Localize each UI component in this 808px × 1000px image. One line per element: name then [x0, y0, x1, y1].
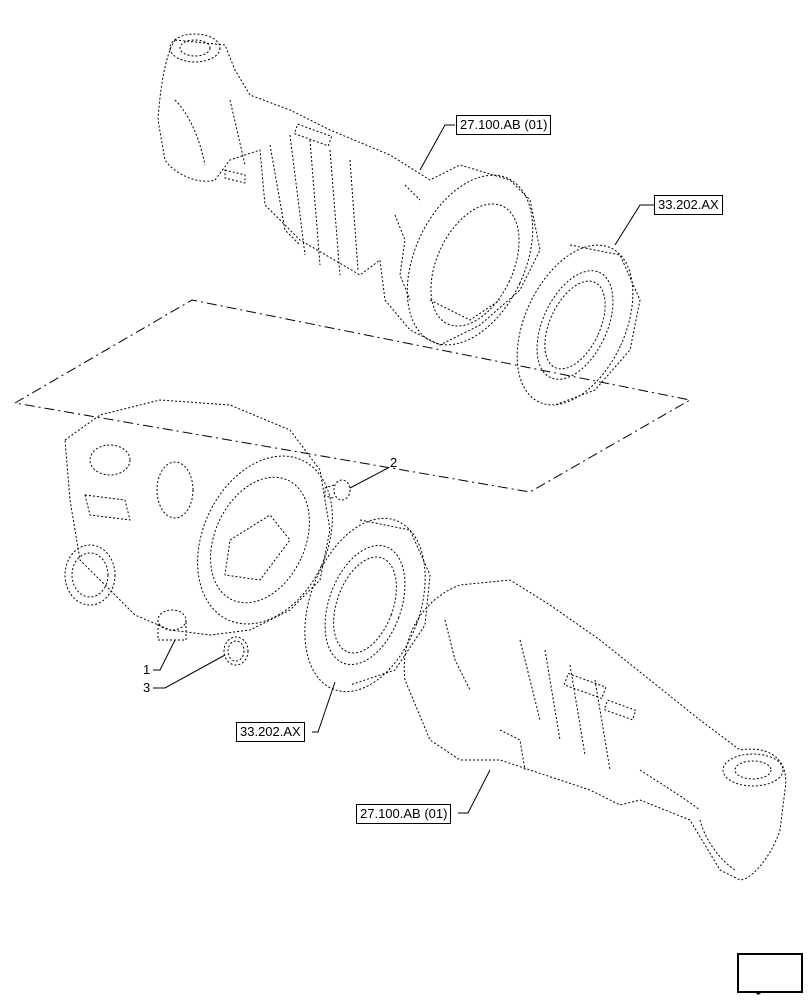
callout-item-2: 2 [390, 455, 398, 470]
ref-label-bottom-axle[interactable]: 27.100.AB (01) [356, 804, 452, 824]
bottom-axle-arm [403, 579, 787, 881]
bottom-flange-ring [304, 517, 431, 693]
leader-item-3 [153, 654, 226, 689]
alignment-dashdot-box [13, 299, 692, 493]
callout-item-3: 3 [143, 680, 151, 695]
ref-label-top-flange[interactable]: 33.202.AX [654, 195, 723, 215]
leader-bottom-flange [312, 681, 336, 733]
ref-label-top-axle[interactable]: 27.100.AB (01) [456, 115, 552, 135]
leader-item-1 [153, 639, 176, 671]
differential-housing [64, 399, 333, 641]
leader-bottom-axle [458, 769, 491, 814]
ref-label-bottom-flange[interactable]: 33.202.AX [236, 722, 305, 742]
callout-item-1: 1 [143, 662, 151, 677]
top-flange-ring [516, 244, 641, 406]
plug-item-3 [223, 636, 249, 666]
leader-top-axle [419, 124, 455, 171]
top-axle-arm [157, 33, 541, 346]
next-page-button[interactable] [737, 953, 803, 993]
breather-fitting [324, 479, 351, 501]
leader-item-2 [349, 467, 389, 489]
leader-top-flange [614, 204, 655, 246]
